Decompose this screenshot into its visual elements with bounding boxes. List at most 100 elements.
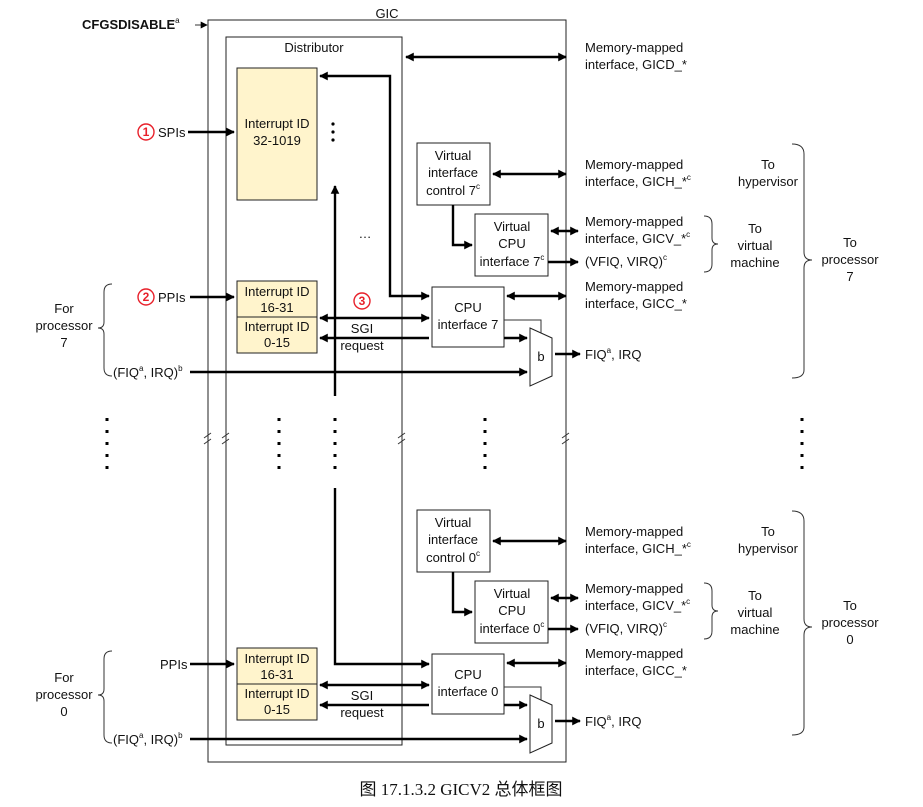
- svg-text:processor: processor: [35, 687, 93, 702]
- svg-text:0-15: 0-15: [264, 702, 290, 717]
- marker-2: 2: [137, 288, 155, 306]
- svg-text:To: To: [748, 588, 762, 603]
- svg-text:0-15: 0-15: [264, 335, 290, 350]
- svg-text:To: To: [761, 524, 775, 539]
- svg-text:Virtual: Virtual: [435, 148, 472, 163]
- svg-text:machine: machine: [730, 622, 779, 637]
- svg-text:Interrupt ID: Interrupt ID: [244, 284, 309, 299]
- svg-text:request: request: [340, 705, 384, 720]
- spi-bus-to-cpu0: [333, 488, 430, 669]
- svg-text:control 0c: control 0c: [426, 549, 480, 565]
- svg-text:Virtual: Virtual: [494, 219, 531, 234]
- gic-title: GIC: [375, 6, 398, 21]
- cpu-interface-7: [431, 286, 505, 348]
- spi-interrupt-box: [236, 67, 318, 201]
- svg-text:Virtual: Virtual: [494, 586, 531, 601]
- svg-text:virtual: virtual: [738, 238, 773, 253]
- svg-text:b: b: [537, 716, 544, 731]
- svg-text:1: 1: [143, 125, 150, 139]
- svg-text:Memory-mapped: Memory-mapped: [585, 646, 683, 661]
- svg-text:For: For: [54, 670, 74, 685]
- svg-text:processor: processor: [821, 615, 879, 630]
- svg-text:interface, GICV_*c: interface, GICV_*c: [585, 597, 690, 613]
- svg-text:(VFIQ, VIRQ)c: (VFIQ, VIRQ)c: [585, 620, 667, 636]
- svg-text:0: 0: [846, 632, 853, 647]
- marker-3: 3: [353, 292, 371, 310]
- svg-text:interface, GICH_*c: interface, GICH_*c: [585, 173, 691, 189]
- svg-text:interface: interface: [428, 532, 478, 547]
- svg-text:CPU: CPU: [454, 667, 481, 682]
- svg-text:interface 7c: interface 7c: [480, 253, 545, 269]
- figure-caption: 图 17.1.3.2 GICV2 总体框图: [359, 780, 562, 799]
- spis-label: SPIs: [158, 125, 186, 140]
- svg-text:control 7c: control 7c: [426, 182, 480, 198]
- ppi-box-0: [236, 647, 318, 685]
- to-processor-0-brace: [791, 510, 813, 736]
- svg-text:interface 7: interface 7: [438, 317, 499, 332]
- svg-text:interface: interface: [428, 165, 478, 180]
- distributor-label: Distributor: [284, 40, 344, 55]
- gicd-label-1: Memory-mapped: [585, 40, 683, 55]
- svg-text:interface, GICC_*: interface, GICC_*: [585, 663, 687, 678]
- spi-id-label: Interrupt ID: [244, 116, 309, 131]
- ppis-label-7: PPIs: [158, 290, 186, 305]
- svg-text:Memory-mapped: Memory-mapped: [585, 279, 683, 294]
- svg-text:Memory-mapped: Memory-mapped: [585, 581, 683, 596]
- svg-text:Virtual: Virtual: [435, 515, 472, 530]
- svg-text:Memory-mapped: Memory-mapped: [585, 524, 683, 539]
- svg-text:Interrupt ID: Interrupt ID: [244, 319, 309, 334]
- svg-text:interface, GICV_*c: interface, GICV_*c: [585, 230, 690, 246]
- virtual-machine-brace-7: [703, 215, 719, 273]
- svg-text:hypervisor: hypervisor: [738, 174, 799, 189]
- svg-text:7: 7: [846, 269, 853, 284]
- virtual-cpu-interface-7: [474, 213, 549, 277]
- svg-text:request: request: [340, 338, 384, 353]
- svg-text:b: b: [537, 349, 544, 364]
- cfgsdisable-label: CFGSDISABLEa: [82, 16, 180, 32]
- sgi-box-0: [236, 683, 318, 721]
- svg-text:…: …: [359, 226, 372, 241]
- marker-1: 1: [137, 123, 155, 141]
- virtual-interface-control-0: [416, 509, 491, 573]
- svg-text:interface, GICC_*: interface, GICC_*: [585, 296, 687, 311]
- svg-text:2: 2: [143, 290, 150, 304]
- mux-7: [529, 327, 553, 387]
- to-processor-7-brace: [791, 143, 813, 379]
- svg-text:(VFIQ, VIRQ)c: (VFIQ, VIRQ)c: [585, 253, 667, 269]
- vertical-ellipses: [105, 418, 804, 470]
- svg-text:(FIQa, IRQ)b: (FIQa, IRQ)b: [113, 731, 183, 747]
- svg-text:CPU: CPU: [498, 236, 525, 251]
- svg-text:16-31: 16-31: [260, 300, 293, 315]
- gicd-label-2: interface, GICD_*: [585, 57, 687, 72]
- ppi-box-7: [236, 280, 318, 318]
- svg-text:Interrupt ID: Interrupt ID: [244, 651, 309, 666]
- sgi-box-7: [236, 316, 318, 354]
- svg-text:processor: processor: [821, 252, 879, 267]
- mux-0: [529, 694, 553, 754]
- svg-text:SGI: SGI: [351, 321, 373, 336]
- svg-text:CPU: CPU: [498, 603, 525, 618]
- svg-text:processor: processor: [35, 318, 93, 333]
- svg-text:Interrupt ID: Interrupt ID: [244, 686, 309, 701]
- svg-text:To: To: [843, 235, 857, 250]
- svg-text:3: 3: [359, 294, 366, 308]
- svg-text:FIQa, IRQ: FIQa, IRQ: [585, 713, 641, 729]
- svg-text:To: To: [843, 598, 857, 613]
- svg-text:virtual: virtual: [738, 605, 773, 620]
- svg-text:interface 0: interface 0: [438, 684, 499, 699]
- svg-text:16-31: 16-31: [260, 667, 293, 682]
- svg-text:SGI: SGI: [351, 688, 373, 703]
- spi-id-range: 32-1019: [253, 133, 301, 148]
- svg-text:Memory-mapped: Memory-mapped: [585, 157, 683, 172]
- cpu-interface-0: [431, 653, 505, 715]
- ppis-label-0: PPIs: [160, 657, 188, 672]
- svg-text:CPU: CPU: [454, 300, 481, 315]
- spi-to-cpu7: [319, 71, 430, 301]
- svg-text:(FIQa, IRQ)b: (FIQa, IRQ)b: [113, 364, 183, 380]
- svg-text:hypervisor: hypervisor: [738, 541, 799, 556]
- svg-text:7: 7: [60, 335, 67, 350]
- svg-text:machine: machine: [730, 255, 779, 270]
- virtual-cpu-interface-0: [474, 580, 549, 644]
- svg-text:Memory-mapped: Memory-mapped: [585, 214, 683, 229]
